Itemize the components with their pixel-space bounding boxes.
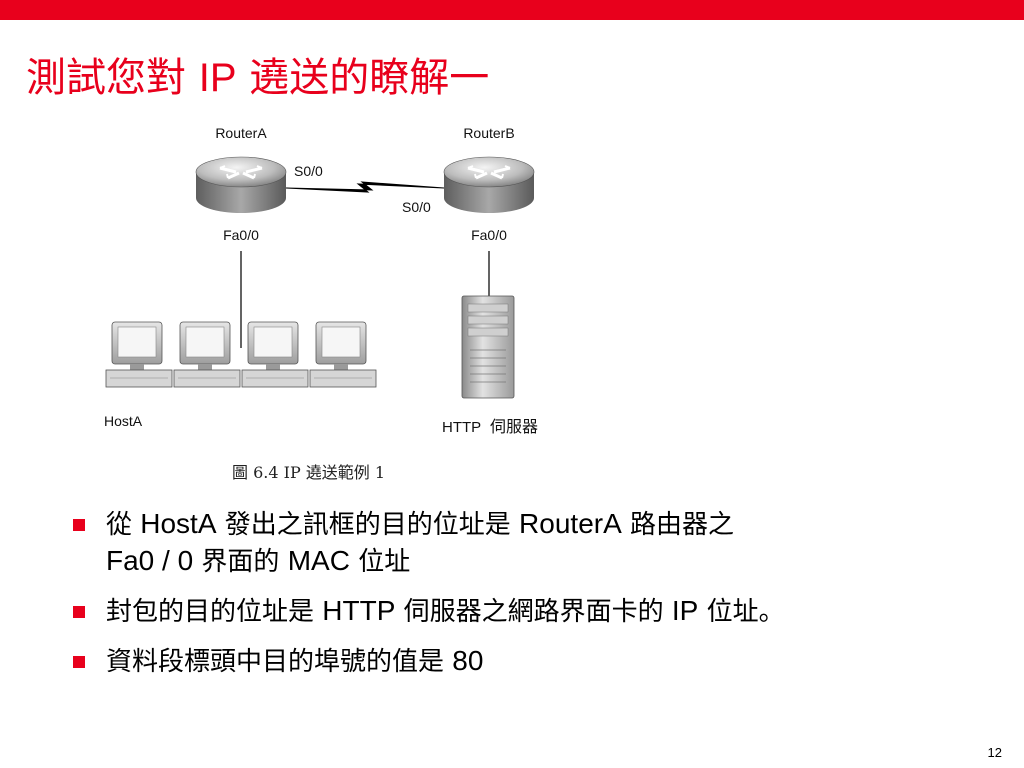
square-bullet-icon	[73, 606, 85, 618]
host-pc-icon	[105, 321, 173, 388]
page-number: 12	[987, 745, 1002, 760]
router-b-label: RouterB	[463, 125, 514, 141]
title-suffix: 遶送的瞭解一	[236, 55, 490, 101]
router-a-fa-label: Fa0/0	[223, 227, 259, 243]
router-a-icon	[195, 156, 287, 213]
bullet-item: 從 HostA 發出之訊框的目的位址是 RouterA 路由器之 Fa0 / 0…	[70, 506, 990, 580]
host-pc-icon	[309, 321, 377, 388]
router-b-fa-label: Fa0/0	[471, 227, 507, 243]
title-ip: IP	[198, 56, 237, 100]
top-accent-bar	[0, 0, 1024, 20]
bullet-list: 從 HostA 發出之訊框的目的位址是 RouterA 路由器之 Fa0 / 0…	[70, 506, 990, 693]
title-prefix: 測試您對	[26, 55, 199, 101]
serial-link-line	[285, 181, 445, 193]
square-bullet-icon	[73, 656, 85, 668]
router-b-icon	[443, 156, 535, 213]
router-a-label: RouterA	[215, 125, 267, 141]
host-pc-icon	[173, 321, 241, 388]
bullet-item: 資料段標頭中目的埠號的值是 80	[70, 643, 990, 680]
network-diagram: RouterA S0/0 Fa0/0 RouterB S0/0 Fa0/0	[100, 118, 570, 490]
router-b-serial-label: S0/0	[402, 199, 431, 215]
host-pc-icon	[241, 321, 309, 388]
slide-title: 測試您對 IP 遶送的瞭解一	[26, 50, 489, 106]
square-bullet-icon	[73, 519, 85, 531]
server-label-latin: HTTP	[442, 419, 481, 436]
bullet-item: 封包的目的位址是 HTTP 伺服器之網路界面卡的 IP 位址。	[70, 593, 990, 630]
router-a-serial-label: S0/0	[294, 163, 323, 179]
figure-caption: 圖 6.4 IP 遶送範例 1	[232, 463, 385, 482]
server-icon	[461, 295, 515, 399]
host-label: HostA	[104, 413, 143, 429]
server-label-cjk: 伺服器	[490, 417, 538, 436]
